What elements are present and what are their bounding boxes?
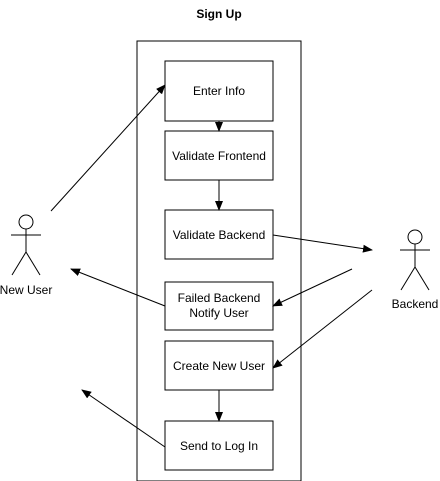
arrow-user-to-enter-info (50, 84, 166, 212)
enter-info-label: Enter Info (193, 84, 245, 98)
failed-backend-label-line2: Notify User (189, 306, 248, 320)
system-boundary (136, 40, 302, 481)
new-user-actor-icon (11, 214, 41, 276)
new-user-label: New User (0, 283, 52, 297)
backend-label: Backend (392, 297, 439, 311)
arrow-backend-to-failed (272, 268, 353, 307)
send-to-login-box (164, 420, 274, 471)
validate-backend-label: Validate Backend (173, 228, 266, 242)
arrow-login-to-user (81, 389, 166, 448)
validate-frontend-label: Validate Frontend (172, 149, 266, 163)
backend-actor-icon (400, 229, 430, 291)
diagram-title: Sign Up (196, 7, 241, 21)
arrow-failed-to-user (70, 268, 166, 307)
send-to-login-label: Send to Log In (180, 439, 258, 453)
create-new-user-label: Create New User (173, 359, 265, 373)
arrow-backend-to-create (272, 289, 373, 369)
arrow-validate-to-backend (272, 234, 373, 253)
failed-backend-label-line1: Failed Backend (178, 291, 261, 305)
validate-frontend-box (164, 130, 274, 181)
